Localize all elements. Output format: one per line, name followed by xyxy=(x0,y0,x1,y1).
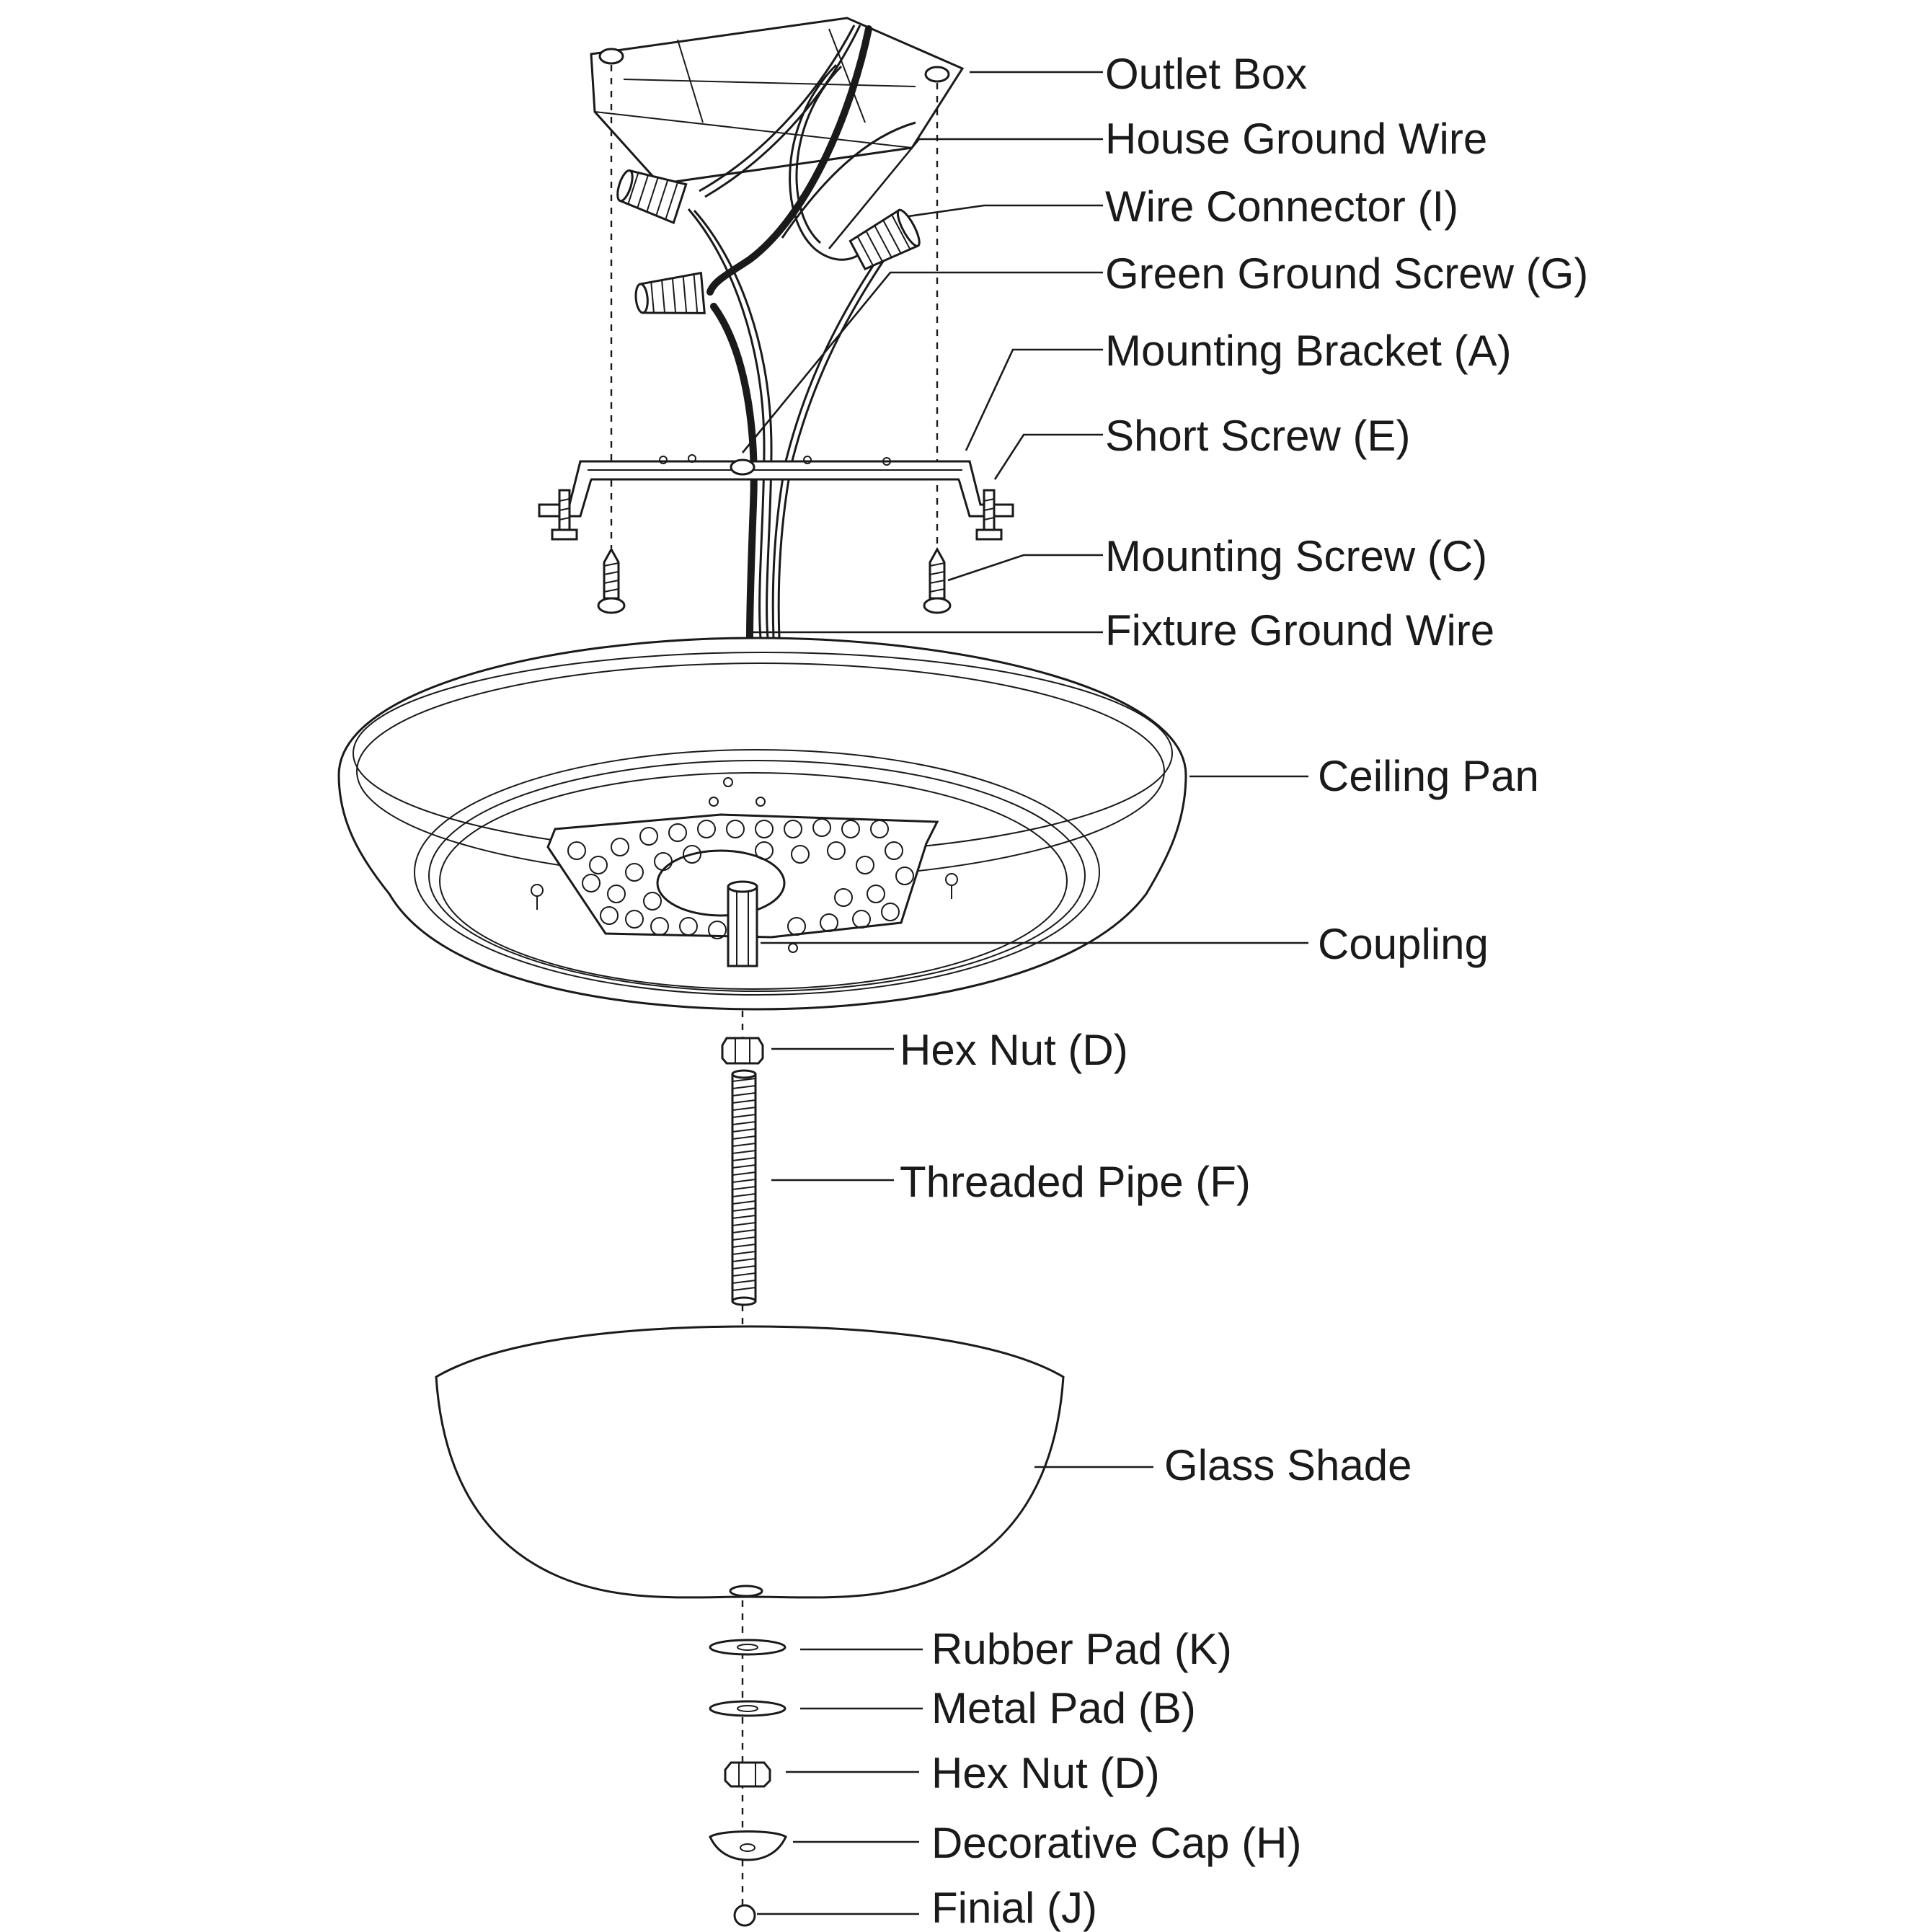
pad-icon xyxy=(709,1700,786,1717)
label-rubber-pad: Rubber Pad (K) xyxy=(931,1625,1232,1673)
glass-shade-icon xyxy=(435,1325,1065,1599)
wire-connector-icon xyxy=(848,208,921,271)
hex-nut-icon xyxy=(721,1037,764,1065)
label-hex-nut-lower: Hex Nut (D) xyxy=(931,1749,1160,1797)
mounting-bracket-icon xyxy=(538,454,1014,518)
coupling-icon xyxy=(727,880,758,967)
label-house-ground-wire: House Ground Wire xyxy=(1105,115,1487,163)
finial-icon xyxy=(733,1904,756,1927)
label-metal-pad: Metal Pad (B) xyxy=(931,1684,1196,1732)
outlet-box-icon xyxy=(590,17,965,185)
label-fixture-ground-wire: Fixture Ground Wire xyxy=(1105,606,1494,655)
threaded-pipe-icon xyxy=(731,1069,757,1306)
label-mounting-screw: Mounting Screw (C) xyxy=(1105,532,1487,580)
wire-connector-icon xyxy=(616,169,688,224)
label-mounting-bracket: Mounting Bracket (A) xyxy=(1105,327,1512,375)
house-wires xyxy=(699,25,916,296)
led-dots xyxy=(567,818,914,939)
label-decorative-cap: Decorative Cap (H) xyxy=(931,1819,1302,1867)
label-green-ground-screw: Green Ground Screw (G) xyxy=(1105,249,1588,298)
label-threaded-pipe: Threaded Pipe (F) xyxy=(900,1158,1251,1206)
label-finial: Finial (J) xyxy=(931,1884,1097,1932)
screw-icon xyxy=(551,489,578,541)
hex-nut-icon xyxy=(724,1761,771,1788)
label-glass-shade: Glass Shade xyxy=(1164,1441,1412,1489)
label-hex-nut-upper: Hex Nut (D) xyxy=(900,1026,1128,1074)
screw-icon xyxy=(975,489,1003,541)
label-coupling: Coupling xyxy=(1318,920,1489,968)
ceiling-pan-icon xyxy=(337,637,1187,1011)
label-ceiling-pan: Ceiling Pan xyxy=(1318,752,1539,800)
callout-labels: Outlet Box House Ground Wire Wire Connec… xyxy=(900,50,1588,1932)
leader-lines xyxy=(741,71,1308,1915)
label-wire-connector: Wire Connector (I) xyxy=(1105,182,1458,231)
label-short-screw: Short Screw (E) xyxy=(1105,412,1410,460)
pad-icon xyxy=(709,1639,786,1656)
screw-icon xyxy=(597,546,626,614)
screw-icon xyxy=(923,546,952,614)
decorative-cap-icon xyxy=(709,1830,787,1861)
wire-connector-icon xyxy=(634,271,706,314)
fixture-wires xyxy=(687,208,887,642)
label-outlet-box: Outlet Box xyxy=(1105,50,1307,98)
